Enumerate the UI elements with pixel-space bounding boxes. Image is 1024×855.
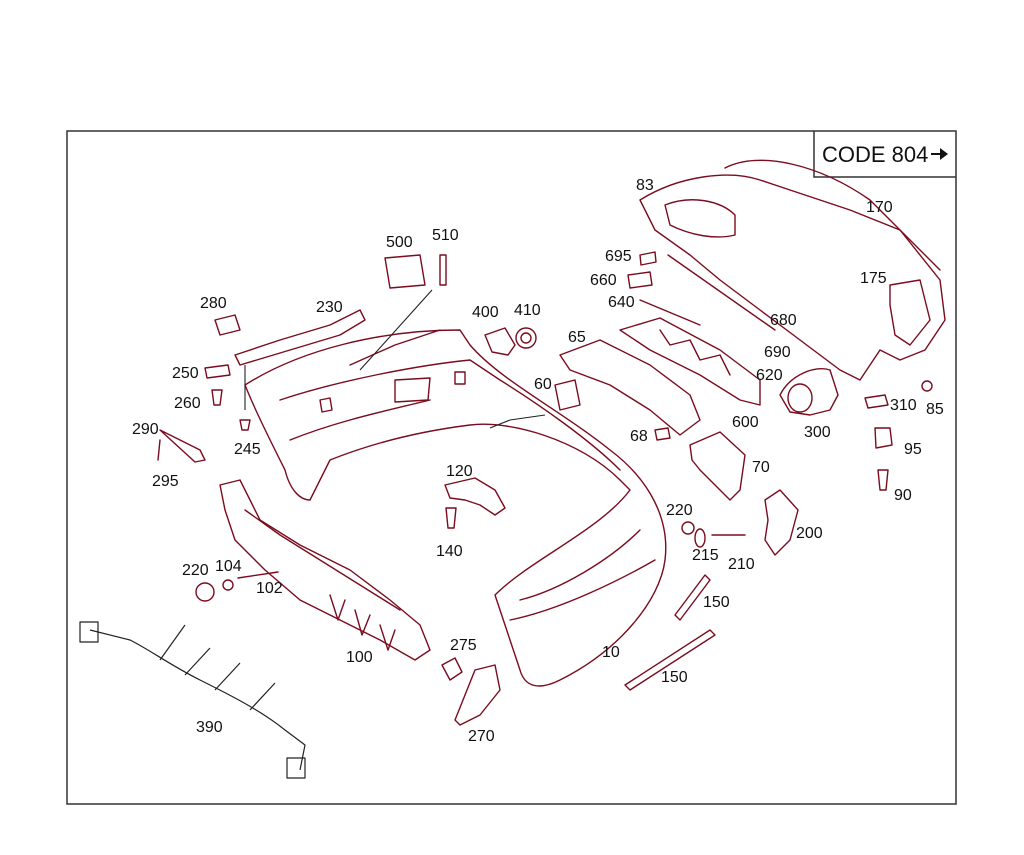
callout-390: 390 bbox=[196, 719, 223, 736]
callout-85: 85 bbox=[926, 401, 944, 418]
callout-245: 245 bbox=[234, 441, 261, 458]
callout-220: 220 bbox=[666, 502, 693, 519]
part-270-bracket bbox=[454, 664, 501, 726]
callout-680: 680 bbox=[770, 312, 797, 329]
part-280-clip bbox=[214, 314, 241, 336]
callout-60: 60 bbox=[534, 376, 552, 393]
callout-215: 215 bbox=[692, 547, 719, 564]
callout-200: 200 bbox=[796, 525, 823, 542]
part-120-bracket bbox=[444, 477, 506, 516]
callout-150-lower: 150 bbox=[661, 669, 688, 686]
callout-250: 250 bbox=[172, 365, 199, 382]
callout-690: 690 bbox=[764, 344, 791, 361]
callout-310: 310 bbox=[890, 397, 917, 414]
part-60-bracket bbox=[554, 379, 581, 411]
part-390-wiring-harness bbox=[79, 621, 306, 779]
callout-65: 65 bbox=[568, 329, 586, 346]
callout-660: 660 bbox=[590, 272, 617, 289]
callout-90: 90 bbox=[894, 487, 912, 504]
callout-10: 10 bbox=[602, 644, 620, 661]
callout-600: 600 bbox=[732, 414, 759, 431]
callout-102: 102 bbox=[256, 580, 283, 597]
diagram-frame bbox=[66, 130, 957, 805]
callout-260: 260 bbox=[174, 395, 201, 412]
callout-230: 230 bbox=[316, 299, 343, 316]
callout-150-upper: 150 bbox=[703, 594, 730, 611]
part-100-carrier bbox=[219, 479, 431, 661]
callout-400: 400 bbox=[472, 304, 499, 321]
callout-510: 510 bbox=[432, 227, 459, 244]
callout-100: 100 bbox=[346, 649, 373, 666]
part-83-170-diffuser bbox=[639, 159, 946, 381]
callout-280: 280 bbox=[200, 295, 227, 312]
callout-175: 175 bbox=[860, 270, 887, 287]
callout-410: 410 bbox=[514, 302, 541, 319]
callout-270: 270 bbox=[468, 728, 495, 745]
callout-640: 640 bbox=[608, 294, 635, 311]
callout-295: 295 bbox=[152, 473, 179, 490]
part-150-strip-upper bbox=[674, 574, 711, 621]
callout-70: 70 bbox=[752, 459, 770, 476]
callout-620: 620 bbox=[756, 367, 783, 384]
callout-290: 290 bbox=[132, 421, 159, 438]
callout-220-left: 220 bbox=[182, 562, 209, 579]
callout-104: 104 bbox=[215, 558, 242, 575]
part-10-bumper-cover bbox=[244, 329, 667, 687]
part-200-bracket bbox=[764, 489, 799, 556]
leader-lines bbox=[244, 289, 546, 429]
part-400-410-sensor bbox=[484, 327, 537, 356]
part-300-exhaust-trim bbox=[779, 368, 839, 416]
callout-120: 120 bbox=[446, 463, 473, 480]
part-275-clip bbox=[441, 657, 463, 681]
callout-170: 170 bbox=[866, 199, 893, 216]
callout-300: 300 bbox=[804, 424, 831, 441]
callout-275: 275 bbox=[450, 637, 477, 654]
callout-695: 695 bbox=[605, 248, 632, 265]
callout-labels: 83 170 175 695 660 640 680 690 620 600 3… bbox=[132, 177, 944, 745]
callout-68: 68 bbox=[630, 428, 648, 445]
callout-95: 95 bbox=[904, 441, 922, 458]
callout-140: 140 bbox=[436, 543, 463, 560]
part-500-510-cover bbox=[384, 254, 447, 289]
part-230-strip bbox=[234, 309, 366, 366]
right-arrow-icon bbox=[931, 148, 948, 160]
callout-83: 83 bbox=[636, 177, 654, 194]
callout-210: 210 bbox=[728, 556, 755, 573]
part-150-strip-lower bbox=[624, 629, 716, 691]
code-label: CODE 804 bbox=[822, 142, 928, 167]
part-65-600-bracket bbox=[559, 317, 761, 436]
part-70-bracket bbox=[689, 431, 746, 501]
code-box: CODE 804 bbox=[813, 131, 956, 178]
callout-500: 500 bbox=[386, 234, 413, 251]
fasteners bbox=[157, 251, 933, 602]
